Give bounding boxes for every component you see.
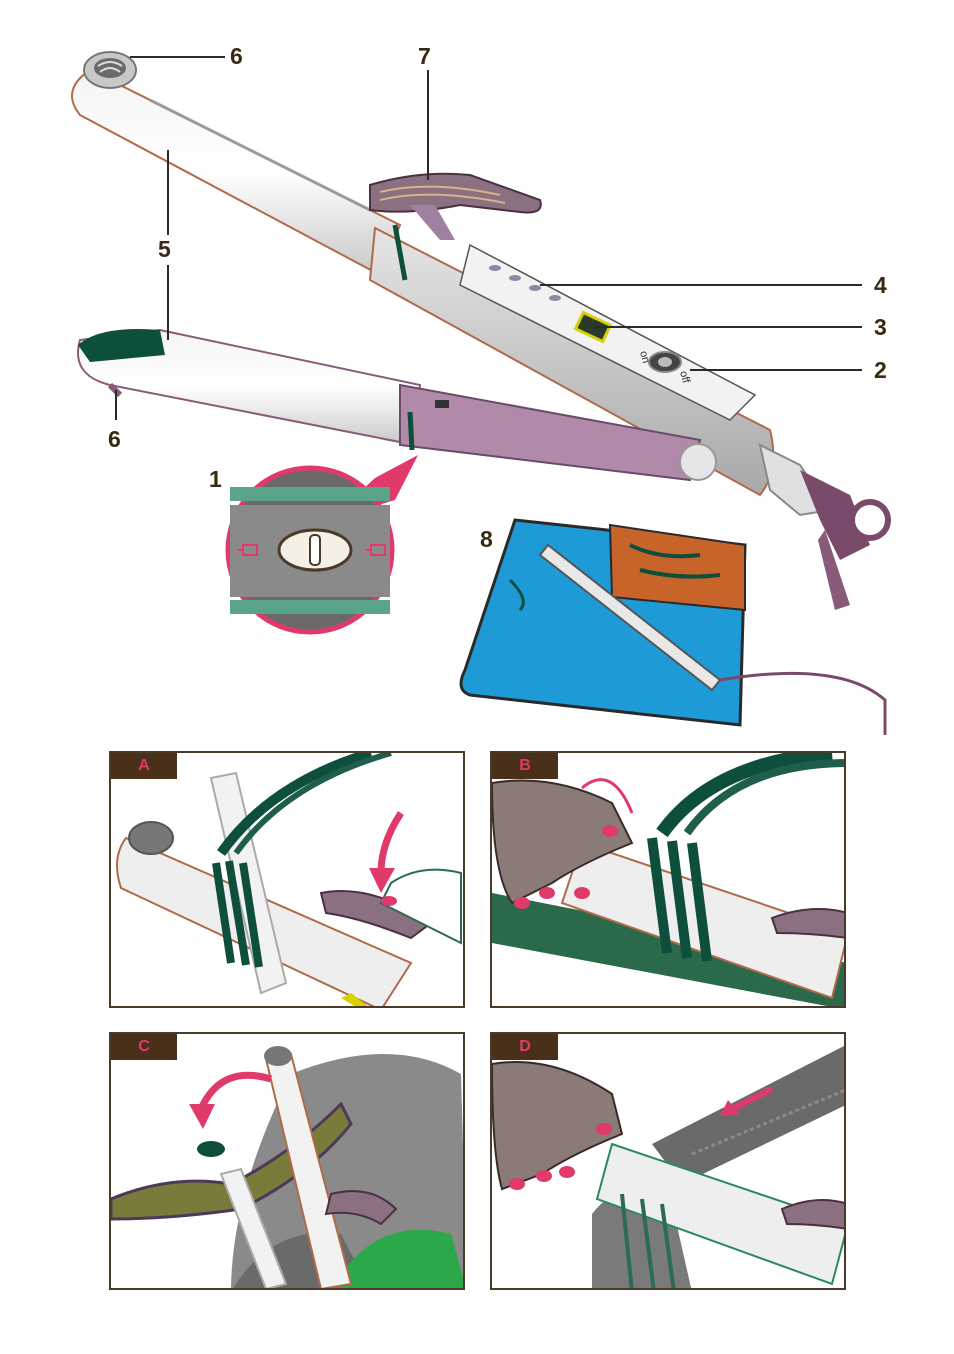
- callout-7: 7: [418, 45, 431, 68]
- lock-switch-detail: [228, 455, 418, 632]
- panel-label-a: A: [111, 753, 177, 779]
- callout-4: 4: [874, 274, 887, 297]
- callout-1: 1: [209, 468, 222, 491]
- callout-2: 2: [874, 359, 887, 382]
- curling-iron-illustration: on off: [0, 0, 954, 740]
- panel-a-illustration: [111, 753, 465, 1008]
- swivel-cord: [760, 445, 888, 610]
- callout-6-bottom: 6: [108, 428, 121, 451]
- panel-label-d: D: [492, 1034, 558, 1060]
- callout-8: 8: [480, 528, 493, 551]
- panel-label-b: B: [492, 753, 558, 779]
- cool-tip-icon: [84, 52, 136, 88]
- panel-label-c: C: [111, 1034, 177, 1060]
- hinge-icon: [680, 444, 716, 480]
- on-off-switch-icon: [649, 352, 681, 372]
- panel-c-illustration: [111, 1034, 465, 1290]
- callout-6-top: 6: [230, 45, 243, 68]
- upper-barrel: [72, 52, 400, 275]
- panel-b-illustration: [492, 753, 846, 1008]
- callout-5: 5: [158, 238, 171, 261]
- callout-3: 3: [874, 316, 887, 339]
- step-panel-a: A: [109, 751, 465, 1008]
- step-panel-d: D: [490, 1032, 846, 1290]
- step-panel-c: C: [109, 1032, 465, 1290]
- step-panel-b: B: [490, 751, 846, 1008]
- panel-d-illustration: [492, 1034, 846, 1290]
